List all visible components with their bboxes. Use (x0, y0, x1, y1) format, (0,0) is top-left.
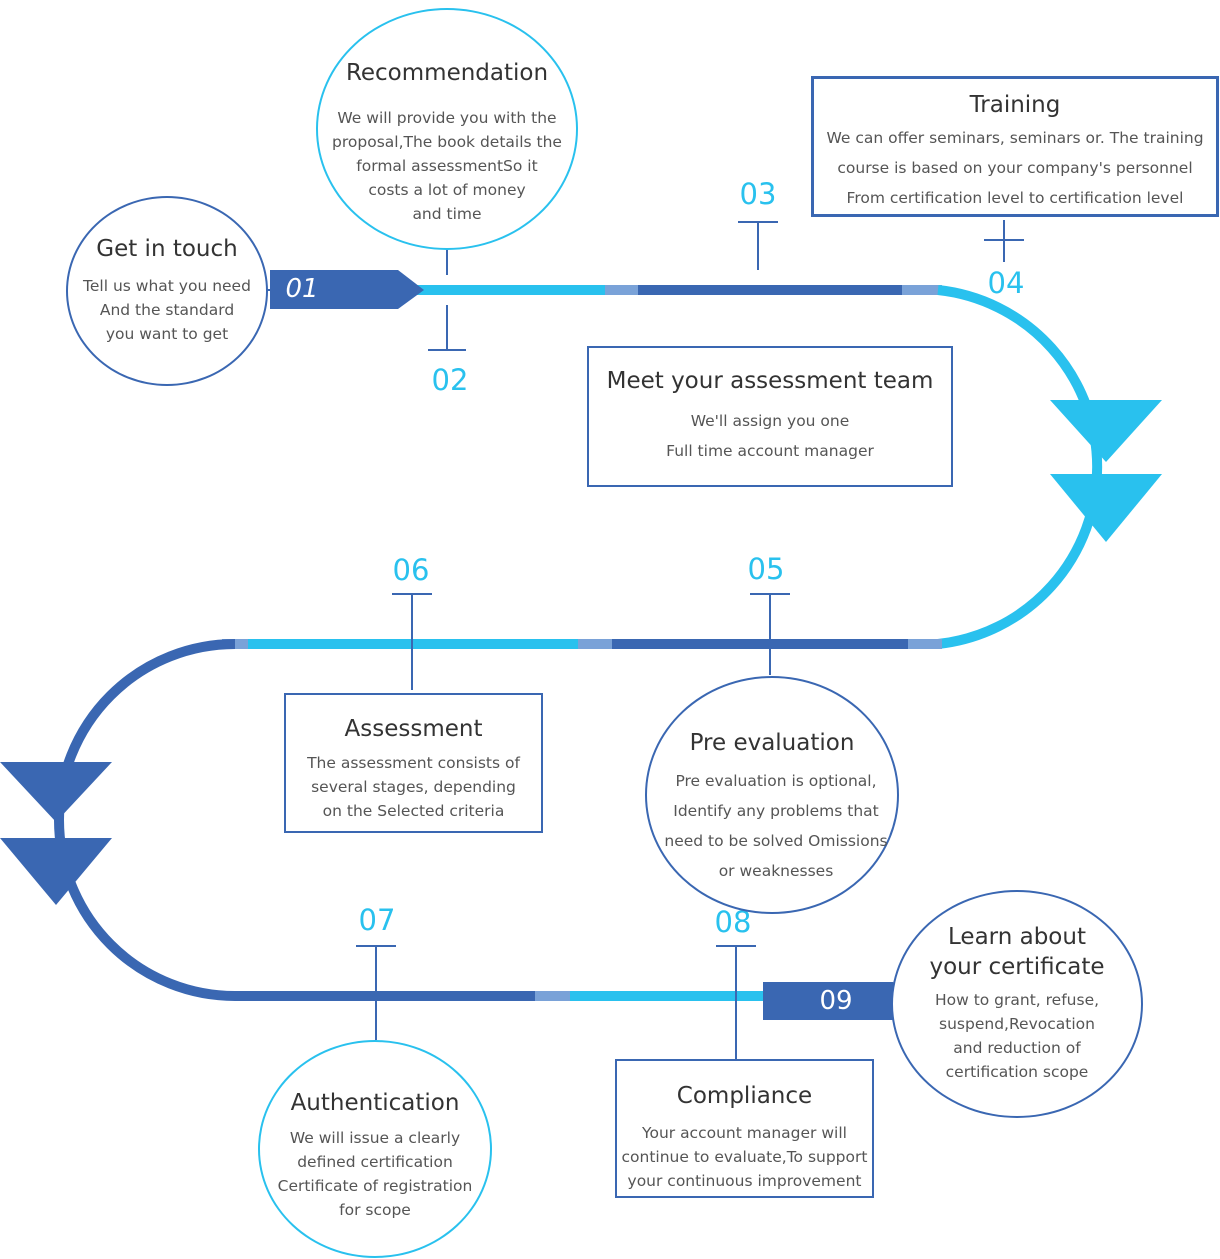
flow-arrow (0, 838, 112, 905)
step-04-card: Training We can offer seminars, seminars… (811, 76, 1219, 217)
flow-arrow (1050, 474, 1162, 542)
step-04-title: Training (969, 92, 1061, 118)
step-05-title: Pre evaluation (689, 730, 855, 756)
step-07-card: Authentication We will issue a clearly d… (258, 1040, 492, 1258)
flow-arrow (1050, 400, 1162, 462)
step-05-card: Pre evaluation Pre evaluation is optiona… (645, 676, 899, 914)
step-09-card: Learn about your certificate How to gran… (891, 890, 1143, 1118)
step-03-desc: We'll assign you one Full time account m… (666, 412, 874, 460)
step-03-number: 03 (739, 177, 777, 211)
step-01-title: Get in touch (96, 236, 238, 262)
flow-arrow (0, 762, 112, 822)
step-07-title: Authentication (290, 1090, 460, 1116)
path-curve-left (54, 639, 236, 1001)
step-02-desc: We will provide you with the proposal,Th… (332, 109, 562, 223)
step-06-desc: The assessment consists of several stage… (307, 754, 520, 820)
step-01-desc: Tell us what you need And the standard y… (83, 277, 251, 343)
step-06-card: Assessment The assessment consists of se… (284, 693, 543, 833)
step-06-title: Assessment (344, 716, 483, 742)
step-08-title: Compliance (676, 1083, 813, 1109)
step-05-number: 05 (747, 552, 785, 586)
step-02-number: 02 (431, 363, 469, 397)
path-curve-right (937, 285, 1103, 649)
step-01-card: Get in touch Tell us what you need And t… (66, 196, 268, 386)
step-05-desc: Pre evaluation is optional, Identify any… (664, 772, 888, 880)
step-04-desc: We can offer seminars, seminars or. The … (826, 129, 1204, 207)
step-02-title: Recommendation (345, 60, 549, 86)
step-09-number: 09 (819, 986, 853, 1016)
step-02-card: Recommendation We will provide you with … (316, 8, 578, 250)
step-04-number: 04 (987, 266, 1025, 300)
step-09-title: Learn about your certificate (929, 924, 1105, 980)
step-08-card: Compliance Your account manager will con… (615, 1059, 874, 1198)
start-arrow (270, 270, 424, 309)
step-07-number: 07 (358, 903, 396, 937)
step-07-desc: We will issue a clearly defined certific… (277, 1129, 473, 1219)
step-06-number: 06 (392, 553, 430, 587)
step-08-desc: Your account manager will continue to ev… (621, 1124, 868, 1190)
step-01-number: 01 (285, 274, 319, 304)
step-09-desc: How to grant, refuse, suspend,Revocation… (934, 991, 1100, 1081)
step-03-card: Meet your assessment team We'll assign y… (587, 346, 953, 487)
step-03-title: Meet your assessment team (606, 368, 934, 394)
end-arrow (763, 982, 915, 1020)
